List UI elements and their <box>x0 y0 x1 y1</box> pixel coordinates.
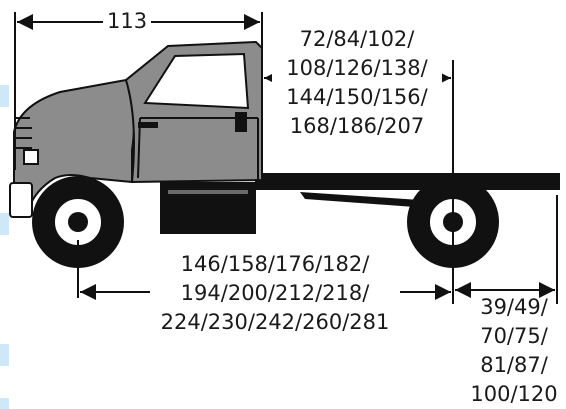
edge-tab <box>0 85 9 107</box>
rear-suspension <box>300 192 428 208</box>
cab-window <box>143 52 250 110</box>
front-bumper <box>9 182 33 218</box>
dim-label-cab-to-axle: 72/84/102/ 108/126/138/ 144/150/156/ 168… <box>272 25 442 141</box>
fuel-tank <box>160 182 256 234</box>
dim-label-wheelbase: 146/158/176/182/ 194/200/212/218/ 224/23… <box>150 250 400 337</box>
edge-tab <box>0 398 9 409</box>
edge-tab <box>0 344 9 366</box>
dim-label-cab-to-front: 113 <box>103 7 152 35</box>
dim-label-rear-overhang: 39/49/ 70/75/ 81/87/ 100/120 <box>470 295 558 406</box>
door-handle <box>138 122 158 128</box>
side-mirror <box>235 112 247 132</box>
edge-tab <box>0 213 9 235</box>
front-hood <box>13 78 135 211</box>
chassis-frame <box>255 173 560 190</box>
headlight <box>23 149 39 165</box>
